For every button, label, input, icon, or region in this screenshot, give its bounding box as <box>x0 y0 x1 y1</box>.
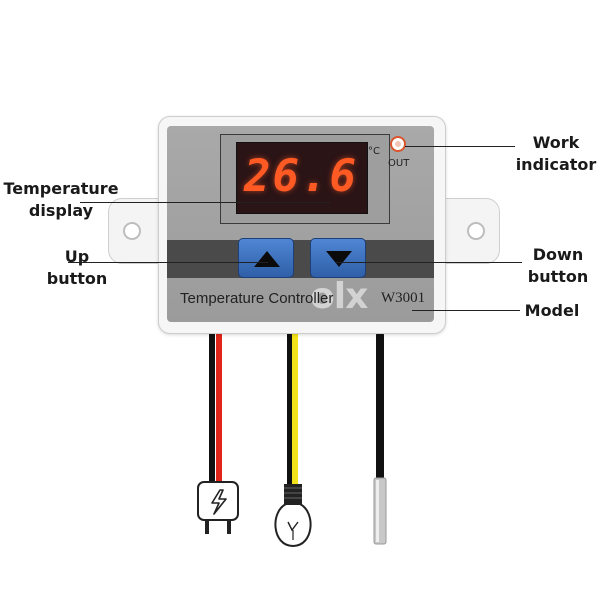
leader-line-up-button <box>68 262 268 263</box>
mounting-hole-icon <box>467 222 485 240</box>
product-name: Temperature Controller <box>180 290 334 307</box>
leader-line-down-button <box>336 262 522 263</box>
load-wire-black <box>287 330 292 484</box>
callout-line-1: Up <box>64 247 90 266</box>
model-number: W3001 <box>381 290 426 306</box>
callout-work-indicator: Work indicator <box>514 132 598 176</box>
indicator-label: OUT <box>388 158 410 169</box>
callout-line-2: display <box>28 201 94 220</box>
triangle-up-icon <box>254 251 280 267</box>
callout-line-1: Temperature <box>3 179 119 198</box>
button-strip <box>167 240 434 278</box>
load-wire-yellow <box>292 330 298 484</box>
leader-line-model <box>412 310 520 311</box>
down-button[interactable] <box>310 238 366 278</box>
power-wire-black <box>209 330 215 484</box>
callout-line-2: indicator <box>515 155 597 174</box>
callout-line-1: Work <box>532 133 580 152</box>
leader-line-work-indicator <box>405 146 515 147</box>
callout-model: Model <box>522 300 582 322</box>
work-indicator-icon <box>390 136 406 152</box>
callout-line-2: button <box>46 269 108 288</box>
callout-up-button: Up button <box>42 246 112 290</box>
callout-line-1: Down <box>532 245 584 264</box>
temperature-probe-icon <box>373 477 387 545</box>
callout-line-2: button <box>527 267 589 286</box>
temperature-readout: 26.6 <box>244 151 358 202</box>
callout-down-button: Down button <box>520 244 596 288</box>
triangle-down-icon <box>326 251 352 267</box>
sensor-wire <box>376 332 384 480</box>
power-wire-red <box>216 330 222 484</box>
unit-label: °C <box>368 146 380 157</box>
callout-temperature-display: Temperature display <box>2 178 120 222</box>
watermark: olx <box>310 276 368 317</box>
light-bulb-icon <box>274 484 312 548</box>
callout-line-1: Model <box>524 301 580 320</box>
power-plug-icon <box>197 481 239 534</box>
leader-line-temperature-display <box>80 202 330 203</box>
mounting-hole-icon <box>123 222 141 240</box>
up-button[interactable] <box>238 238 294 278</box>
